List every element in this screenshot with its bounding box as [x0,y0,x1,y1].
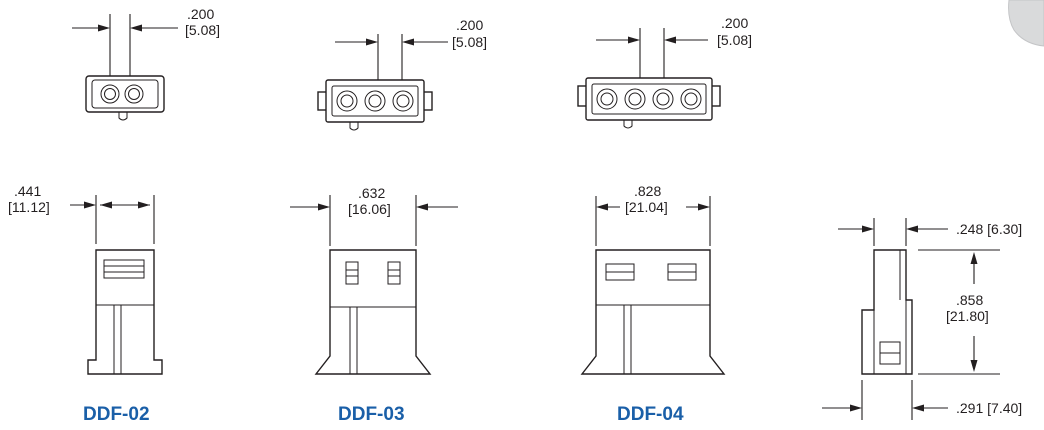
pitch-dim-03-mm: [5.08] [452,34,487,50]
width-dim-02-in: .441 [14,183,41,199]
side-height-dim-mm: [21.80] [946,308,989,324]
width-dim-04-in: .828 [634,183,661,199]
part-label-ddf03: DDF-03 [338,404,405,425]
ddf02-front-view [70,195,163,375]
width-dim-03-in: .632 [358,185,385,201]
side-top-dim: .248 [6.30] [956,221,1022,237]
pitch-dim-04-in: .200 [721,15,748,31]
width-dim-02-mm: [11.12] [8,199,50,215]
part-label-ddf02: DDF-02 [83,404,150,425]
product-photo-fragment [1008,0,1044,47]
ddf04-front-view [580,196,726,375]
pitch-dim-02-in: .200 [187,6,214,22]
width-dim-04-mm: [21.04] [625,199,668,215]
pitch-dim-02-mm: [5.08] [185,22,220,38]
pitch-dim-03-in: .200 [456,17,483,33]
side-bottom-dim: .291 [7.40] [956,400,1022,416]
side-view [822,218,1000,420]
ddf04-top-view [577,28,721,129]
width-dim-03-mm: [16.06] [348,201,391,217]
part-label-ddf04: DDF-04 [617,404,684,425]
ddf03-top-view [317,34,448,131]
ddf02-top-view [72,14,178,121]
pitch-dim-04-mm: [5.08] [717,32,752,48]
side-height-dim-in: .858 [956,292,983,308]
ddf03-front-view [290,195,458,375]
